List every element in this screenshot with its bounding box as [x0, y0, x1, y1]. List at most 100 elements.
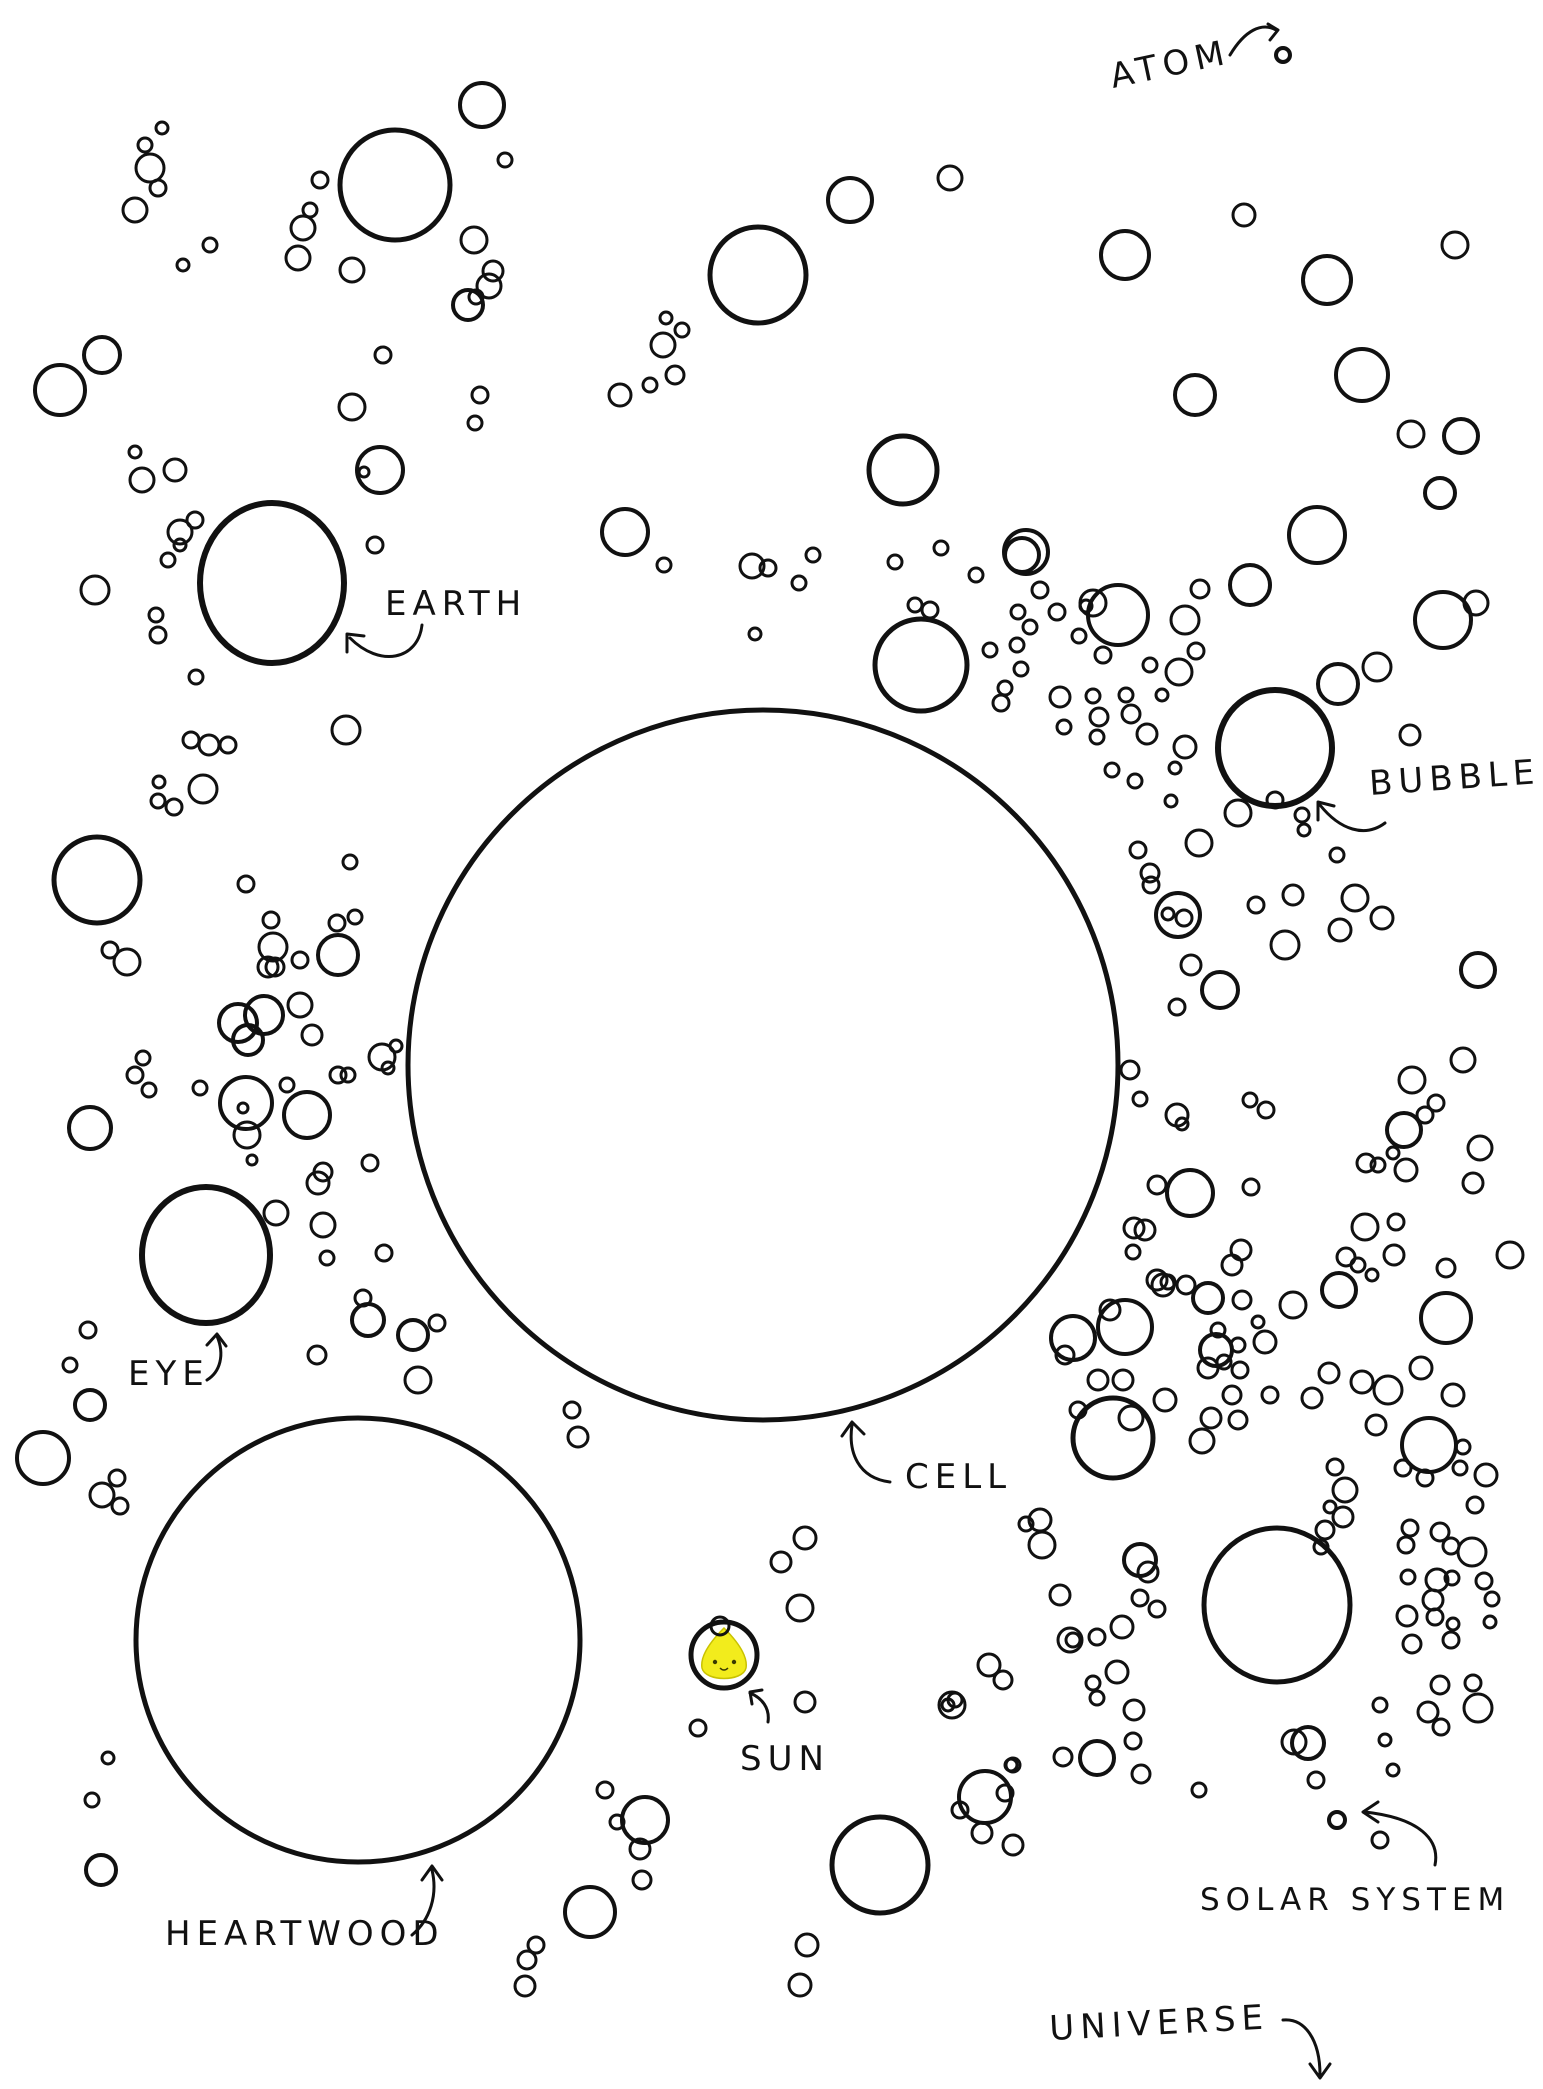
- bubble-circle-118: [280, 1078, 294, 1092]
- bubble-circle-285: [1437, 1259, 1455, 1277]
- bubble-circle-189: [339, 394, 365, 420]
- bubble-circle-33: [1400, 725, 1420, 745]
- bubble-circle-359: [1476, 1573, 1492, 1589]
- bubble-circle-292: [1395, 1159, 1417, 1181]
- bubble-circle-109: [405, 1367, 431, 1393]
- bubble-circle-179: [138, 138, 152, 152]
- bubble-circle-236: [1105, 763, 1119, 777]
- bubble-circle-63: [1154, 1389, 1176, 1411]
- bubble-circle-85: [795, 1692, 815, 1712]
- bubble-circle-234: [1137, 724, 1157, 744]
- bubble-circle-331: [1066, 1633, 1080, 1647]
- eye-label: EYE: [128, 1354, 210, 1394]
- bubble-circle-351: [1418, 1702, 1438, 1722]
- bubble-circle-72: [1106, 1661, 1128, 1683]
- bubble-circle-313: [1327, 1459, 1343, 1475]
- bubble-circle-307: [1233, 1291, 1251, 1309]
- bubble-circle-175: [164, 459, 186, 481]
- bubble-circle-148: [263, 912, 279, 928]
- bubble-circle-136: [102, 942, 118, 958]
- bubble-circle-55: [1458, 1538, 1486, 1566]
- bubble-circle-328: [1149, 1601, 1165, 1617]
- bubble-circle-1: [340, 130, 450, 240]
- bubble-circle-71: [1080, 1741, 1114, 1775]
- bubble-circle-258: [1162, 908, 1174, 920]
- bubble-circle-111: [308, 1346, 326, 1364]
- bubble-circle-364: [1427, 1609, 1443, 1625]
- bubble-circle-121: [311, 1213, 335, 1237]
- bubble-circle-89: [633, 1871, 651, 1889]
- bubble-circle-173: [390, 1040, 402, 1052]
- bubble-circle-145: [348, 910, 362, 924]
- bubble-circle-201: [666, 366, 684, 384]
- bubble-circle-368: [1456, 1440, 1470, 1454]
- bubble-circle-42: [1387, 1113, 1421, 1147]
- bubble-circle-19: [1425, 478, 1455, 508]
- bubble-circle-104: [75, 1390, 105, 1420]
- bubble-circle-282: [1366, 1415, 1386, 1435]
- cell-arrow: [851, 1425, 890, 1482]
- bubble-circle-12: [123, 198, 147, 222]
- bubble-circle-262: [1133, 1092, 1147, 1106]
- bubble-circle-288: [1366, 1269, 1378, 1281]
- bubble-circle-275: [1201, 1408, 1221, 1428]
- bubble-circle-209: [806, 548, 820, 562]
- bubble-arrow: [1320, 805, 1385, 831]
- bubble-circle-252: [1283, 885, 1303, 905]
- bubble-circle-249: [1298, 824, 1310, 836]
- bubble-circle-79: [972, 1823, 992, 1843]
- bubble-circle-366: [1401, 1570, 1415, 1584]
- bubble-circle-357: [1372, 1832, 1388, 1848]
- bubble-circle-186: [312, 172, 328, 188]
- bubble-circle-287: [1351, 1258, 1365, 1272]
- bubble-circle-64: [1198, 1358, 1218, 1378]
- bubble-circle-299: [1243, 1093, 1257, 1107]
- sun-right-eye: [732, 1660, 736, 1664]
- bubble-circle-246: [1225, 800, 1251, 826]
- bubble-circle-281: [1351, 1371, 1373, 1393]
- bubble-circle-84: [690, 1720, 706, 1736]
- bubble-circle-237: [1156, 689, 1168, 701]
- bubble-circle-361: [1484, 1616, 1496, 1628]
- eye-circle: [142, 1187, 270, 1323]
- bubble-circle-165: [292, 952, 308, 968]
- bubble-circle-174: [130, 468, 154, 492]
- bubble-circle-346: [1132, 1765, 1150, 1783]
- bubble-circle-99: [102, 1752, 114, 1764]
- bubble-circle-43: [1463, 1173, 1483, 1193]
- bubble-circle-230: [1119, 688, 1133, 702]
- bubble-circle-38: [1371, 907, 1393, 929]
- bubble-circle-250: [1330, 848, 1344, 862]
- bubble-circle-177: [136, 154, 164, 182]
- bubble-circle-322: [1333, 1478, 1357, 1502]
- bubble-circle-205: [749, 628, 761, 640]
- bubble-circle-56: [1464, 1694, 1492, 1722]
- bubble-circle-139: [199, 735, 219, 755]
- bubble-circle-244: [1165, 795, 1177, 807]
- bubble-circle-362: [1397, 1606, 1417, 1626]
- bubble-circle-217: [1010, 638, 1024, 652]
- bubble-circle-257: [1143, 877, 1159, 893]
- bubble-circle-137: [166, 799, 182, 815]
- bubble-circle-133: [238, 1103, 248, 1113]
- bubble-circle-134: [54, 837, 140, 923]
- bubble-circle-107: [352, 1304, 384, 1336]
- bubble-circle-17: [1444, 419, 1478, 453]
- bubble-circle-213: [934, 541, 948, 555]
- heartwood-circle: [136, 1418, 580, 1862]
- bubble-circle-306: [1177, 1276, 1195, 1294]
- bubble-circle-161: [151, 794, 165, 808]
- bubble-circle-329: [1111, 1616, 1133, 1638]
- bubble-circle-218: [998, 681, 1012, 695]
- bubble-circle-352: [1433, 1719, 1449, 1735]
- bubble-circle-355: [1379, 1734, 1391, 1746]
- bubble-circle-272: [1113, 1370, 1133, 1390]
- bubble-circle-3: [710, 227, 806, 323]
- bubble-circle-32: [1318, 664, 1358, 704]
- bubble-circle-238: [1166, 659, 1192, 685]
- bubble-circle-324: [1316, 1521, 1334, 1539]
- bubble-circle-350: [1431, 1676, 1449, 1694]
- bubble-circle-343: [1054, 1748, 1072, 1766]
- atom-label: ATOM: [1107, 32, 1234, 96]
- bubble-circle-164: [245, 996, 283, 1034]
